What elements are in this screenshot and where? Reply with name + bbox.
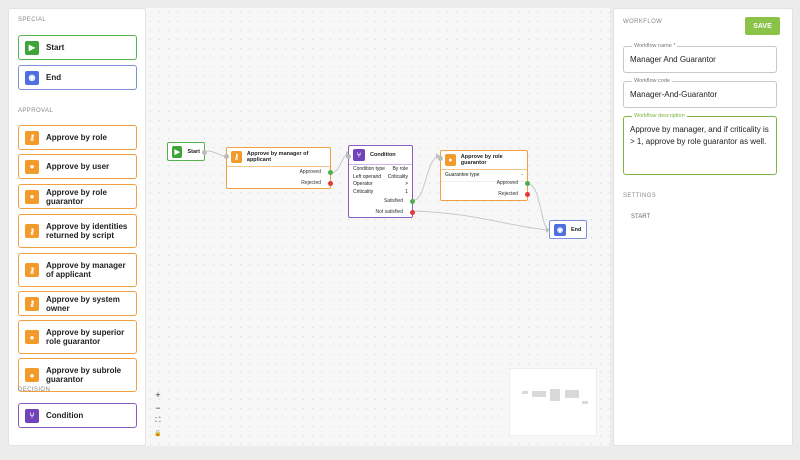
zoom-in-button[interactable]: + (155, 389, 161, 400)
node-label: End (571, 227, 582, 233)
key-icon: ⚷ (25, 130, 39, 145)
play-icon: ▶ (25, 40, 39, 55)
section-workflow: WORKFLOW (623, 19, 663, 25)
palette-item-approve-by-subrole-guarantor[interactable]: ● Approve by subrole guarantor (18, 358, 137, 392)
section-settings: SETTINGS (623, 193, 657, 199)
input-port[interactable] (346, 154, 351, 159)
section-approval: APPROVAL (18, 108, 54, 114)
node-label: Approve by role guarantor (460, 154, 503, 166)
branch-icon: ⑂ (353, 149, 365, 161)
palette-item-label: Approve by role (46, 133, 107, 142)
field-label: Workflow code (632, 78, 672, 84)
output-label-not-satisfied: Not satisfied (375, 209, 403, 215)
stop-icon: ◉ (25, 70, 39, 85)
workflow-name-field[interactable]: Workflow name * Manager And Guarantor (623, 43, 777, 73)
edge-condition-guarantor (413, 155, 441, 201)
palette-item-approve-by-role-guarantor[interactable]: ● Approve by role guarantor (18, 184, 137, 209)
palette-item-condition[interactable]: ⑂ Condition (18, 403, 137, 428)
minimap[interactable] (509, 368, 597, 436)
edge-condition-end (413, 210, 550, 231)
node-palette: SPECIAL ▶ Start ◉ End APPROVAL ⚷ Approve… (8, 8, 146, 446)
workflow-code-field[interactable]: Workflow code Manager-And-Guarantor (623, 78, 777, 108)
field-value: Manager And Guarantor (630, 55, 716, 64)
zoom-out-button[interactable]: − (155, 402, 161, 413)
palette-item-label: Approve by system owner (46, 294, 120, 313)
output-port-approved[interactable] (328, 170, 333, 175)
save-button[interactable]: SAVE (745, 17, 780, 35)
key-icon: ⚷ (25, 224, 39, 238)
node-end[interactable]: ◉ End (549, 220, 587, 239)
palette-item-approve-by-superior-role-guarantor[interactable]: ● Approve by superior role guarantor (18, 320, 137, 354)
output-label-approved: Approved (496, 180, 518, 186)
palette-item-approve-by-identities-script[interactable]: ⚷ Approve by identities returned by scri… (18, 214, 137, 248)
play-icon: ▶ (172, 146, 183, 158)
palette-item-label: Approve by subrole guarantor (46, 366, 122, 384)
palette-item-label: Approve by manager of applicant (46, 261, 126, 279)
fit-view-button[interactable]: ⛶ (155, 416, 161, 424)
palette-item-approve-by-user[interactable]: ● Approve by user (18, 154, 137, 179)
output-port-satisfied[interactable] (410, 199, 415, 204)
palette-item-approve-by-system-owner[interactable]: ⚷ Approve by system owner (18, 291, 137, 316)
condition-row: Operator> (353, 181, 408, 187)
output-port-not-satisfied[interactable] (410, 210, 415, 215)
settings-item-start[interactable]: START (631, 214, 651, 220)
edge-guarantor-end (527, 183, 550, 231)
key-icon: ⚷ (231, 151, 242, 163)
section-special: SPECIAL (18, 17, 47, 23)
user-icon: ● (25, 368, 39, 382)
output-label-satisfied: Satisfied (383, 198, 403, 204)
key-icon: ⚷ (25, 263, 39, 277)
key-icon: ⚷ (25, 296, 39, 311)
lock-button[interactable]: 🔒 (154, 431, 162, 437)
palette-item-label: Condition (46, 411, 84, 420)
user-icon: ● (25, 330, 39, 344)
field-value: Manager-And-Guarantor (630, 90, 718, 99)
palette-item-label: Approve by superior role guarantor (46, 328, 125, 346)
palette-item-end[interactable]: ◉ End (18, 65, 137, 90)
palette-item-label: Approve by user (46, 162, 110, 171)
input-port[interactable] (438, 156, 443, 161)
workflow-description-field[interactable]: Workflow description Approve by manager,… (623, 113, 777, 175)
user-icon: ● (25, 189, 39, 204)
output-port-rejected[interactable] (525, 192, 530, 197)
guarantee-type-row: Guarantee type- (441, 170, 527, 182)
input-port[interactable] (224, 154, 229, 159)
output-port[interactable] (202, 150, 207, 155)
palette-item-approve-by-role[interactable]: ⚷ Approve by role (18, 125, 137, 150)
node-start[interactable]: ▶ Start (167, 142, 207, 161)
field-label: Workflow description (632, 113, 687, 119)
palette-item-label: Approve by identities returned by script (46, 222, 128, 240)
palette-item-label: Start (46, 43, 65, 52)
workflow-canvas[interactable]: ▶ Start ⚷ Approve by manager of applican… (146, 8, 610, 446)
branch-icon: ⑂ (25, 408, 39, 423)
output-label-approved: Approved (299, 169, 321, 175)
field-label: Workflow name * (632, 43, 678, 49)
output-label-rejected: Rejected (498, 191, 518, 197)
node-approve-by-manager[interactable]: ⚷ Approve by manager of applicant Approv… (224, 147, 333, 189)
node-label: Condition (370, 152, 396, 158)
palette-item-label: End (46, 73, 62, 82)
palette-item-label: Approve by role guarantor (46, 187, 107, 206)
output-port-approved[interactable] (525, 181, 530, 186)
field-value: Approve by manager, and if criticality i… (630, 125, 769, 146)
output-label-rejected: Rejected (301, 180, 321, 186)
node-label: Start (187, 149, 200, 155)
section-decision: DECISION (18, 387, 51, 393)
node-approve-by-role-guarantor[interactable]: ● Approve by role guarantor Guarantee ty… (438, 150, 530, 201)
user-icon: ● (25, 159, 39, 174)
node-label: Approve by manager of applicant (246, 151, 309, 163)
palette-item-approve-by-manager[interactable]: ⚷ Approve by manager of applicant (18, 253, 137, 287)
palette-item-start[interactable]: ▶ Start (18, 35, 137, 60)
user-icon: ● (445, 154, 456, 166)
output-port-rejected[interactable] (328, 181, 333, 186)
stop-icon: ◉ (554, 224, 566, 236)
workflow-properties-panel: WORKFLOW SAVE Workflow name * Manager An… (613, 8, 793, 446)
